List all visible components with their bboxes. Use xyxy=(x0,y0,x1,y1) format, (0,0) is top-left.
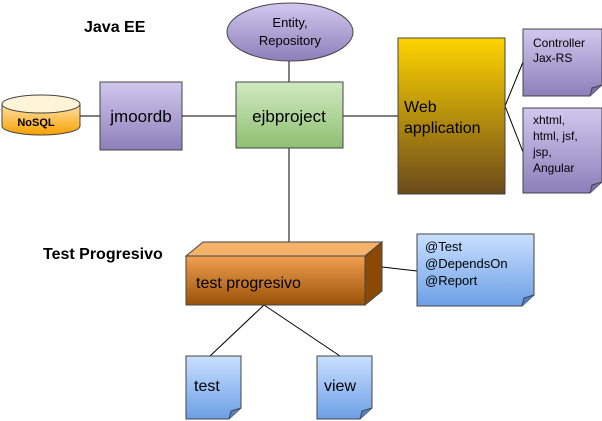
java-ee-title: Java EE xyxy=(84,19,146,36)
entity-repository-ellipse[interactable] xyxy=(226,2,354,62)
webapp-controller-line xyxy=(504,61,524,107)
webapp-views-line xyxy=(504,105,524,153)
jmoordb-label: jmoordb xyxy=(109,107,171,126)
ejbproject-label: ejbproject xyxy=(252,107,326,126)
annotations-note-line1: @Test xyxy=(425,239,462,254)
nosql-database[interactable]: NoSQL xyxy=(1,94,81,136)
annotations-note-fold xyxy=(521,294,535,307)
nosql-label: NoSQL xyxy=(17,117,55,129)
webapp-label-line1: Web xyxy=(404,99,437,116)
views-note-line3: jsp, xyxy=(532,145,552,159)
views-note-line1: xhtml, xyxy=(533,113,565,127)
nosql-cylinder-top xyxy=(1,94,81,114)
views-note-line2: html, jsf, xyxy=(533,129,578,143)
view-note-fold xyxy=(359,407,373,420)
test-progresivo-box[interactable]: test progresivo xyxy=(184,240,384,307)
view-note-label: view xyxy=(324,378,356,395)
test-progresivo-top-face xyxy=(184,241,384,257)
views-note[interactable]: xhtml, html, jsf, jsp, Angular xyxy=(522,107,602,194)
test-annotations-line xyxy=(381,266,418,272)
test-note-label: test xyxy=(194,378,220,395)
controller-note-line2: Jax-RS xyxy=(533,51,572,65)
test-note-fold xyxy=(228,407,242,420)
annotations-note[interactable]: @Test @DependsOn @Report xyxy=(416,233,535,307)
views-note-fold xyxy=(589,181,602,194)
entity-label-line1: Entity, xyxy=(272,15,307,30)
webapp-label-line2: application xyxy=(404,120,481,137)
controller-note-fold xyxy=(589,84,602,97)
entity-label-line2: Repository xyxy=(259,33,322,48)
test-progresivo-front-face xyxy=(185,255,366,306)
controller-note-line1: Controller xyxy=(533,36,585,50)
connectors xyxy=(80,60,524,357)
webapp-box[interactable] xyxy=(397,37,506,195)
controller-note[interactable]: Controller Jax-RS xyxy=(522,28,602,97)
view-note[interactable]: view xyxy=(316,355,373,420)
ejbproject-box[interactable] xyxy=(235,81,344,149)
test-note[interactable]: test xyxy=(185,355,242,420)
annotations-note-line3: @Report xyxy=(425,273,478,288)
jmoordb-box[interactable] xyxy=(99,81,183,151)
annotations-note-line2: @DependsOn xyxy=(425,256,508,271)
views-note-line4: Angular xyxy=(533,161,574,175)
test-progresivo-title: Test Progresivo xyxy=(43,246,163,263)
test-viewnote-line xyxy=(263,304,341,357)
test-progresivo-label: test progresivo xyxy=(196,275,301,292)
test-testnote-line xyxy=(209,304,265,357)
